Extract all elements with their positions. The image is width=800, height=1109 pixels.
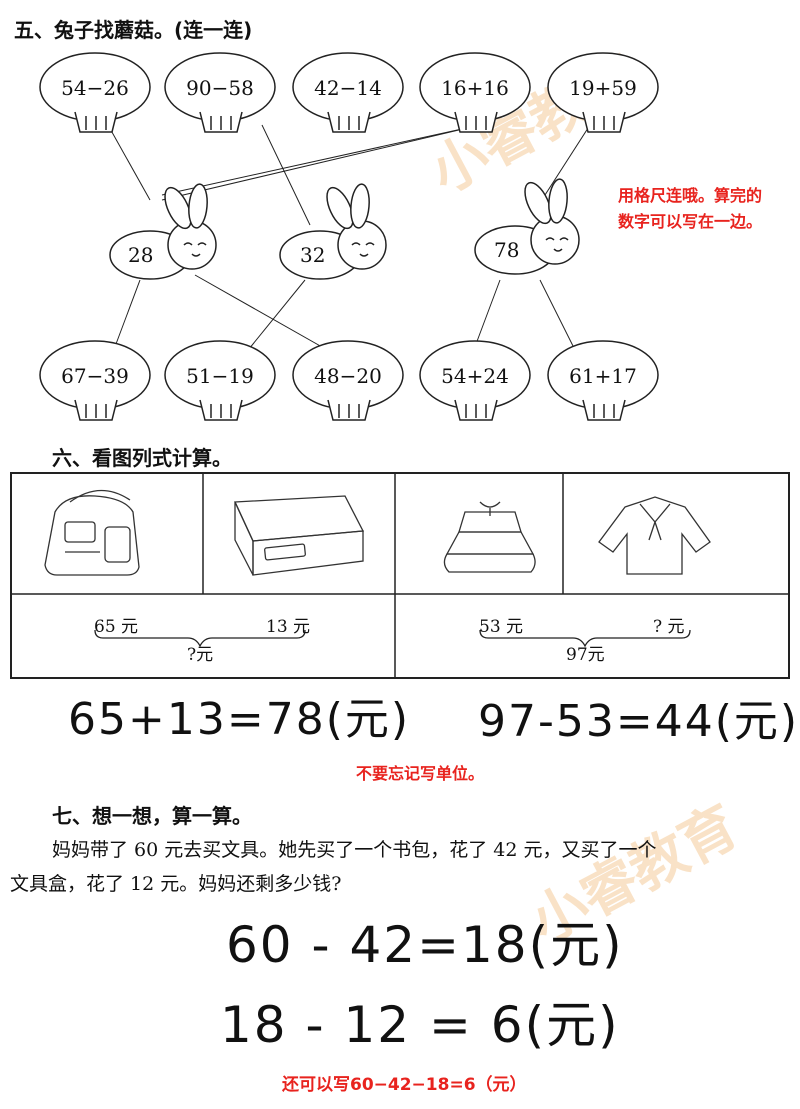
purchase-table	[10, 472, 790, 679]
mushroom-bottom-4	[419, 340, 531, 421]
rabbit-2	[279, 183, 387, 280]
mushroom-top-4	[419, 52, 531, 133]
mushroom-label: 19+59	[569, 76, 637, 100]
mushroom-label: 51−19	[186, 364, 254, 388]
section7-title: 七、想一想，算一算。	[52, 804, 252, 828]
unit-reminder-note: 不要忘记写单位。	[356, 764, 485, 783]
ruler-note-line2: 数字可以写在一边。	[618, 212, 763, 231]
handwritten-answer: 18 - 12 = 6(元)	[220, 996, 620, 1054]
rabbit-number: 32	[300, 243, 326, 267]
pencil-box-icon	[234, 495, 365, 576]
matching-diagram	[39, 52, 659, 421]
mushroom-bottom-1	[39, 340, 151, 421]
mushroom-label: 48−20	[314, 364, 382, 388]
backpack-icon	[44, 489, 140, 576]
mushroom-bottom-5	[547, 340, 659, 421]
mushroom-top-2	[164, 52, 276, 133]
mushroom-label: 54−26	[61, 76, 129, 100]
rabbit-number: 78	[494, 238, 520, 262]
handwritten-answer: 60 - 42=18(元)	[226, 916, 624, 974]
section5-title: 五、兔子找蘑菇。(连一连)	[14, 18, 253, 42]
rabbit-3	[474, 178, 580, 275]
mushroom-top-1	[39, 52, 151, 133]
price-label: 65 元	[94, 617, 139, 637]
mushroom-label: 16+16	[441, 76, 509, 100]
mushroom-label: 54+24	[441, 364, 509, 388]
alternative-note: 还可以写60−42−18=6（元）	[282, 1075, 527, 1095]
mushroom-label: 42−14	[314, 76, 382, 100]
handwritten-answer: 97-53=44(元)	[478, 696, 800, 747]
mushroom-top-3	[292, 52, 404, 133]
mushroom-label: 67−39	[61, 364, 129, 388]
connecting-lines	[107, 124, 591, 361]
mushroom-label: 90−58	[186, 76, 254, 100]
rabbit-number: 28	[128, 243, 154, 267]
mushroom-top-5	[547, 52, 659, 133]
brace-right	[479, 629, 691, 648]
shirt-icon	[598, 496, 711, 575]
problem-line: 妈妈带了 60 元去买文具。她先买了一个书包，花了 42 元，又买了一个	[52, 839, 657, 861]
total-label: 97元	[566, 645, 605, 665]
price-label: ? 元	[653, 617, 685, 637]
problem-line: 文具盒，花了 12 元。妈妈还剩多少钱?	[10, 873, 342, 895]
skirt-icon	[443, 501, 536, 573]
mushroom-label: 61+17	[569, 364, 637, 388]
mushroom-bottom-3	[292, 340, 404, 421]
price-label: 13 元	[266, 617, 311, 637]
ruler-note-line1: 用格尺连哦。算完的	[618, 186, 763, 205]
total-label: ?元	[187, 645, 214, 665]
section6-title: 六、看图列式计算。	[52, 446, 232, 470]
price-label: 53 元	[479, 617, 524, 637]
brace-left	[94, 629, 306, 648]
rabbit-1	[109, 183, 217, 280]
handwritten-answer: 65+13=78(元)	[68, 694, 411, 745]
mushroom-bottom-2	[164, 340, 276, 421]
